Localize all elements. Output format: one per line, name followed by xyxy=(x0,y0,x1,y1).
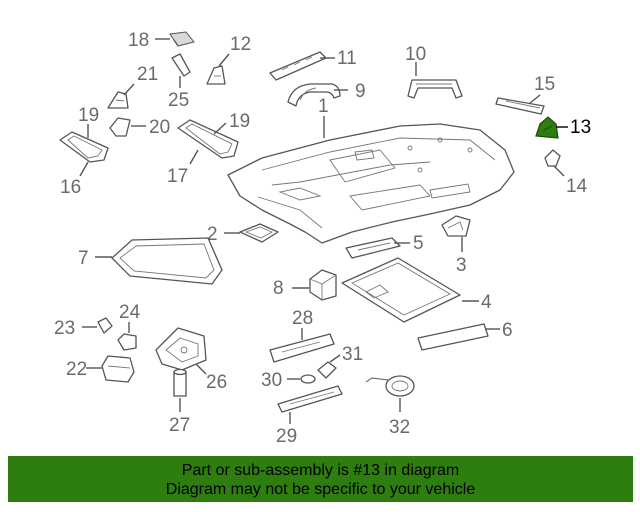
callout-6: 6 xyxy=(502,320,513,341)
callout-21: 21 xyxy=(137,64,158,85)
callout-17: 17 xyxy=(167,166,188,187)
leader-12 xyxy=(218,53,230,67)
callout-27: 27 xyxy=(169,415,190,436)
callout-2: 2 xyxy=(207,224,218,245)
callout-16: 16 xyxy=(60,177,81,198)
part-24-socket[interactable] xyxy=(117,333,137,351)
callout-1: 1 xyxy=(318,96,329,117)
part-17-visor-right[interactable] xyxy=(177,119,239,159)
callout-26: 26 xyxy=(206,372,227,393)
callout-29: 29 xyxy=(276,426,297,447)
callout-12: 12 xyxy=(230,34,251,55)
callout-14: 14 xyxy=(566,176,588,197)
part-6-strip[interactable] xyxy=(417,323,489,351)
leader-16 xyxy=(79,161,89,177)
leader-15 xyxy=(529,94,541,104)
part-3-bracket[interactable] xyxy=(441,215,471,237)
part-8-block[interactable] xyxy=(309,269,337,301)
part-31-bracket[interactable] xyxy=(317,361,337,379)
callout-23: 23 xyxy=(54,318,75,339)
callout-28: 28 xyxy=(292,308,313,329)
part-5-strip[interactable] xyxy=(345,237,401,259)
part-25-clip[interactable] xyxy=(171,53,191,77)
callout-31: 31 xyxy=(342,344,363,365)
leader-17 xyxy=(189,149,199,165)
leader-26 xyxy=(195,363,207,375)
part-4-sunshade[interactable] xyxy=(341,257,461,323)
part-28-trim[interactable] xyxy=(269,333,335,363)
part-10-handle[interactable] xyxy=(407,79,463,99)
part-1-headliner[interactable] xyxy=(227,123,515,244)
callout-5: 5 xyxy=(413,233,424,254)
leader-21 xyxy=(123,83,135,96)
part-18-pad[interactable] xyxy=(169,31,195,47)
callout-20: 20 xyxy=(149,117,170,138)
part-2-pad[interactable] xyxy=(239,223,279,243)
banner-line-1: Part or sub-assembly is #13 in diagram xyxy=(181,462,460,479)
part-16-visor-left[interactable] xyxy=(59,131,109,163)
callout-18: 18 xyxy=(128,30,149,51)
callout-19a: 19 xyxy=(78,105,99,126)
part-15-strip[interactable] xyxy=(495,97,545,115)
info-banner: Part or sub-assembly is #13 in diagram D… xyxy=(8,456,633,502)
callout-10: 10 xyxy=(405,44,426,65)
part-22-housing[interactable] xyxy=(101,355,135,383)
part-14-cap[interactable] xyxy=(544,149,561,167)
callout-11: 11 xyxy=(337,48,357,69)
part-20-clip[interactable] xyxy=(109,117,131,137)
part-12-clip[interactable] xyxy=(206,65,226,85)
callout-30: 30 xyxy=(261,370,282,391)
callout-7: 7 xyxy=(78,248,89,269)
part-11-bar[interactable] xyxy=(269,51,327,81)
parts-diagram: 1 2 3 4 5 6 7 8 xyxy=(54,30,591,447)
callout-4: 4 xyxy=(481,292,492,313)
part-26-console[interactable] xyxy=(155,327,207,371)
callout-19b: 19 xyxy=(229,111,250,132)
part-32-coil[interactable] xyxy=(365,375,415,397)
part-7-seal[interactable] xyxy=(111,237,223,285)
callout-3: 3 xyxy=(456,255,467,276)
part-13-highlighted[interactable] xyxy=(535,116,559,139)
leader-19b xyxy=(213,122,227,135)
part-23-bulb[interactable] xyxy=(97,317,113,334)
part-21-bracket[interactable] xyxy=(107,91,129,109)
part-29-trim[interactable] xyxy=(277,385,343,413)
leader-14 xyxy=(553,165,565,177)
part-27-post[interactable] xyxy=(173,368,187,397)
callout-32: 32 xyxy=(389,417,410,438)
callout-13: 13 xyxy=(570,117,591,138)
callout-25: 25 xyxy=(168,90,189,111)
leader-31 xyxy=(329,354,341,363)
callout-9: 9 xyxy=(355,81,366,102)
callout-15: 15 xyxy=(534,74,555,95)
banner-line-2: Diagram may not be specific to your vehi… xyxy=(165,481,476,498)
callout-24: 24 xyxy=(119,302,141,323)
part-30-switch[interactable] xyxy=(300,374,316,384)
callout-22: 22 xyxy=(66,359,87,380)
part-9-handle[interactable] xyxy=(287,83,341,107)
callout-8: 8 xyxy=(273,278,284,299)
